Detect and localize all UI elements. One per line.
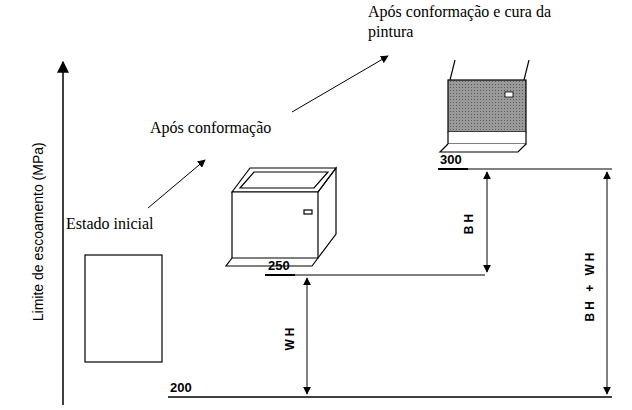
- stage-label: Estado inicial: [66, 214, 154, 234]
- painted-panel: [440, 60, 529, 152]
- stage-label: Após conformação e cura da pintura: [368, 2, 573, 42]
- dimension-arrow: [307, 278, 308, 394]
- dimension-label: BH + WH: [583, 247, 598, 323]
- dimension-label: WH: [283, 322, 298, 352]
- formed-panel: [226, 168, 336, 266]
- level-line: [438, 169, 612, 170]
- level-line: [265, 275, 485, 276]
- dimension-label: BH: [463, 208, 478, 235]
- level-line: [438, 168, 468, 170]
- stage-arrow: [292, 56, 388, 112]
- stage-arrow: [148, 160, 205, 208]
- y-axis: [62, 62, 64, 405]
- level-value: 250: [268, 258, 290, 274]
- axis-title: Limite de escoamento (MPa): [29, 143, 47, 322]
- dimension-arrow: [487, 172, 488, 272]
- flat-sheet: [85, 255, 162, 362]
- stage-label: Após conformação: [150, 118, 271, 138]
- level-value: 300: [440, 152, 462, 168]
- level-line: [168, 396, 612, 398]
- dimension-arrow: [607, 172, 608, 394]
- level-value: 200: [170, 380, 192, 396]
- level-line: [265, 274, 295, 276]
